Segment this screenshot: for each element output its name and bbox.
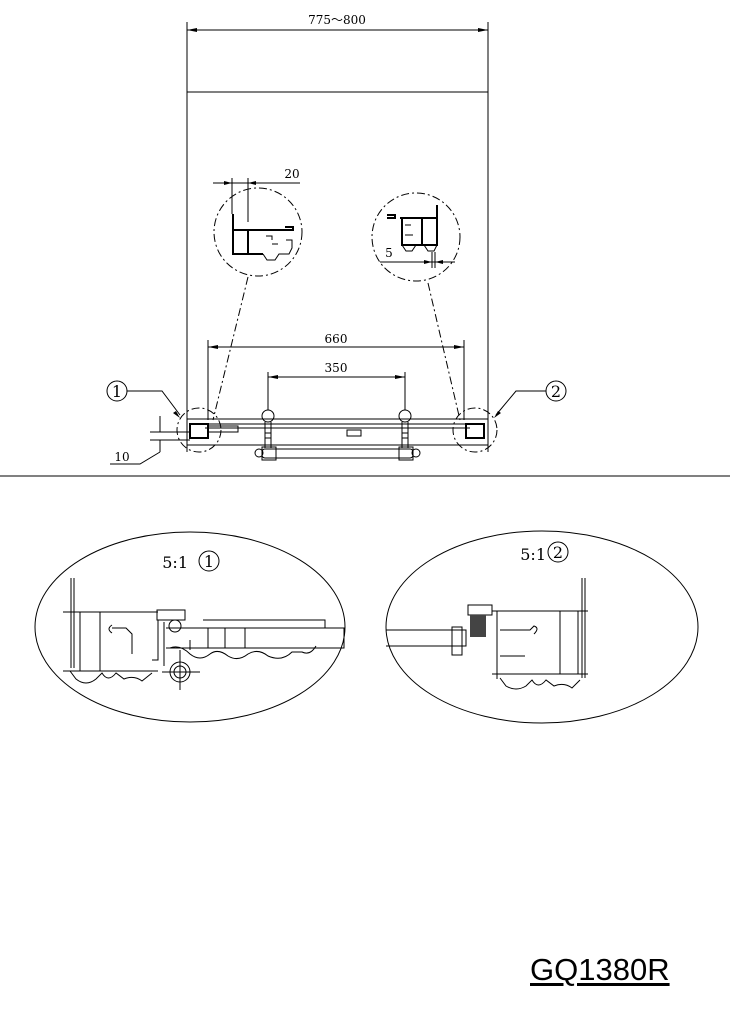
- detail-2-ref: 2: [553, 543, 563, 562]
- left-gap-label: 20: [284, 167, 299, 181]
- callout-1: 1: [106, 380, 181, 418]
- handle-spacing-label: 350: [325, 361, 348, 375]
- right-profile-detail: 5: [371, 192, 461, 282]
- left-profile-detail: 20: [213, 167, 303, 277]
- right-gap-label: 5: [385, 246, 393, 260]
- detail-2-enlarged: 5:1 2: [385, 530, 699, 724]
- rail-length-dimension: 660: [207, 332, 465, 420]
- detail-1-enlarged: 5:1 1: [34, 531, 346, 723]
- wall-outline: [186, 91, 489, 452]
- detail-1-scale: 5:1: [162, 553, 188, 572]
- model-code: GQ1380R: [530, 952, 670, 987]
- overall-width-dimension: 775～800: [186, 13, 489, 92]
- detail-1-ref: 1: [204, 552, 214, 571]
- left-leader-line: [212, 276, 249, 421]
- bottom-offset-label: 10: [114, 450, 129, 464]
- door-plan: [176, 407, 498, 461]
- svg-text:1: 1: [112, 382, 122, 401]
- handle-spacing-dimension: 350: [267, 361, 406, 410]
- right-leader-line: [427, 282, 461, 421]
- rail-length-label: 660: [325, 332, 348, 346]
- bottom-offset-dimension: 10: [110, 416, 190, 465]
- svg-text:2: 2: [551, 382, 561, 401]
- overall-width-label: 775～800: [308, 13, 366, 27]
- detail-2-scale: 5:1: [520, 545, 546, 564]
- callout-2: 2: [494, 380, 567, 418]
